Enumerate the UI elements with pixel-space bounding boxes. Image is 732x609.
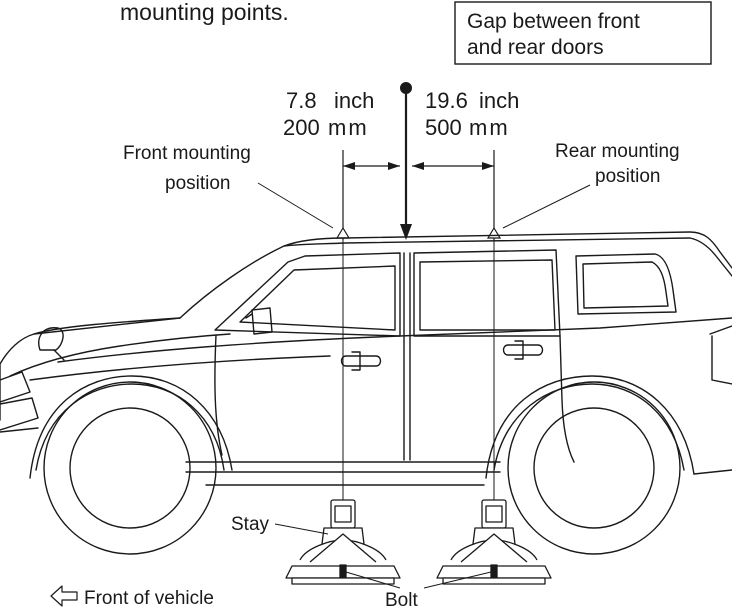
bolt-leader-rear: [423, 571, 492, 589]
front-mounting-leader: [257, 182, 334, 229]
rear-dimension-inch-unit: inch: [479, 88, 519, 113]
bolt-leader-front: [345, 571, 401, 589]
front-mounting-label-line-2: position: [165, 173, 231, 194]
front-of-vehicle-indicator: Front of vehicle: [50, 585, 214, 609]
vehicle-side-illustration: [0, 232, 732, 554]
front-dimension-mm-unit: mm: [328, 115, 369, 140]
gap-box-line-1: Gap between front: [467, 10, 640, 33]
dimension-lines: [342, 150, 495, 240]
rear-stay-bracket: [437, 500, 551, 584]
rear-mounting-leader: [502, 184, 591, 229]
gap-callout-box: Gap between front and rear doors: [454, 1, 712, 65]
rear-dimension-label: 19.6 inch 500 mm: [425, 88, 519, 140]
bolt-label: Bolt: [385, 590, 418, 609]
front-dimension-inch-value: 7.8: [286, 88, 317, 113]
stay-leader: [274, 523, 329, 535]
rear-dimension-inch-value: 19.6: [425, 88, 468, 113]
front-stay-bracket: [286, 500, 400, 584]
rear-mounting-label-line-1: Rear mounting: [555, 141, 680, 162]
front-dimension-label: 7.8 inch 200 mm: [283, 88, 374, 140]
front-of-vehicle-label: Front of vehicle: [84, 588, 214, 609]
rear-dimension-mm-unit: mm: [469, 115, 510, 140]
stay-label: Stay: [231, 514, 270, 535]
rear-mounting-marker: [486, 226, 502, 239]
rear-mounting-label-line-2: position: [595, 166, 661, 187]
front-mounting-marker: [335, 226, 351, 239]
heading-fragment: mounting points.: [120, 0, 289, 25]
front-dimension-inch-unit: inch: [334, 88, 374, 113]
front-mounting-label-line-1: Front mounting: [123, 143, 251, 164]
front-dimension-mm-value: 200: [283, 115, 320, 140]
gap-box-line-2: and rear doors: [467, 36, 604, 59]
gap-pointer-arrow: [400, 82, 412, 240]
rear-dimension-mm-value: 500: [425, 115, 462, 140]
arrow-left-outline-icon: [50, 585, 78, 607]
